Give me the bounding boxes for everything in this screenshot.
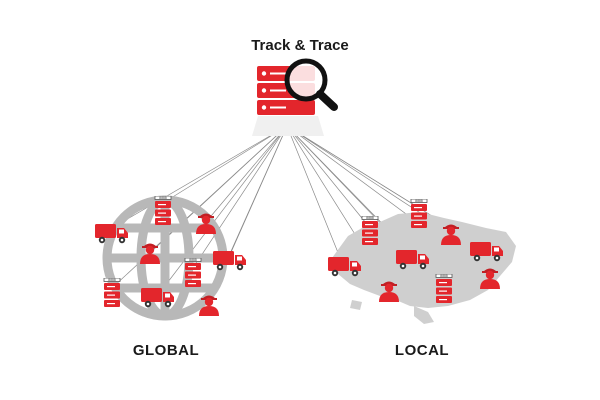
- connection-line: [157, 125, 288, 296]
- server-rack-icon: [361, 216, 379, 246]
- server-magnifier-icon: [252, 58, 338, 136]
- delivery-truck-icon: [213, 251, 246, 271]
- island-map-icon: [414, 306, 434, 324]
- server-rack-icon: [410, 199, 428, 229]
- connection-line: [286, 125, 344, 266]
- connection-line: [111, 125, 288, 229]
- local-region-label: LOCAL: [394, 342, 450, 359]
- global-region-label: GLOBAL: [132, 342, 200, 359]
- island-map-icon: [350, 300, 362, 310]
- diagram-title: Track & Trace: [251, 37, 349, 54]
- connection-line: [192, 125, 288, 269]
- connection-line: [205, 125, 288, 223]
- connection-line: [162, 125, 288, 204]
- connection-line: [286, 125, 371, 229]
